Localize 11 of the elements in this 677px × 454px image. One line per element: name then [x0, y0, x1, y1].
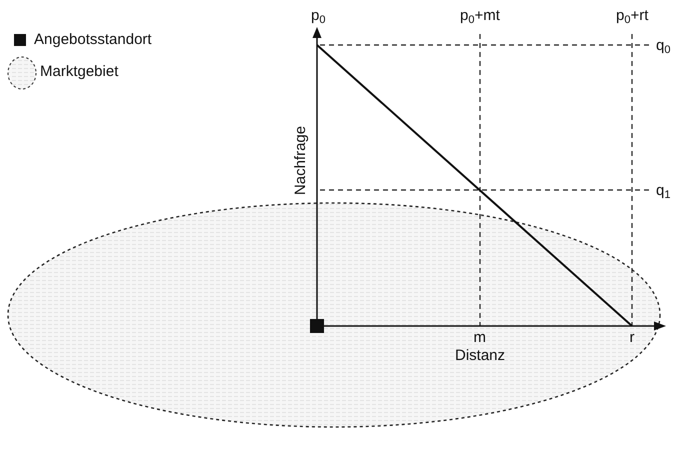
axis-title: Distanz — [455, 348, 506, 363]
axis-label: q$_{1}$ — [656, 183, 670, 198]
legend-label: Angebotsstandort — [34, 32, 152, 47]
axis-label: p$_{0}$+mt — [460, 8, 500, 23]
axis-label: r — [630, 330, 634, 345]
axis-label: q$_{0}$ — [656, 38, 670, 53]
legend-label: Marktgebiet — [40, 64, 118, 79]
axis-label: p$_{0}$ — [311, 8, 326, 23]
axis-title: Nachfrage — [292, 125, 308, 195]
axis-label: m — [474, 330, 486, 345]
axis-label: p$_{0}$+rt — [616, 8, 648, 23]
